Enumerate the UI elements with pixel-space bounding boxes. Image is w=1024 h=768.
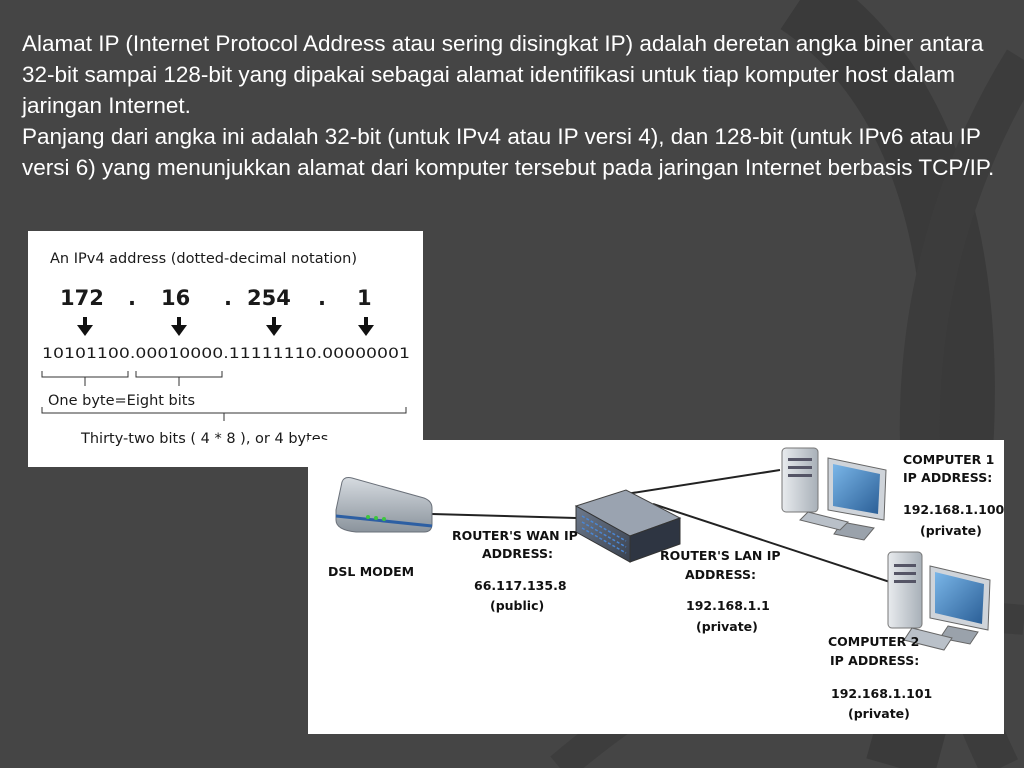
paragraph-ip-length: Panjang dari angka ini adalah 32-bit (un… <box>22 124 995 180</box>
arrow-down-icon <box>266 317 282 336</box>
computer-2-icon <box>887 551 991 651</box>
computer-2-ip: 192.168.1.101 <box>831 686 932 701</box>
computer-1-type: (private) <box>920 523 982 538</box>
octet-1: 172 <box>60 286 104 310</box>
router-lan-type: (private) <box>696 619 758 634</box>
octet-3: 254 <box>247 286 291 310</box>
byte-bracket <box>135 371 223 386</box>
computer-1-label-line2: IP ADDRESS: <box>903 470 992 485</box>
router-pc1-link <box>625 469 781 495</box>
computer-2-type: (private) <box>848 706 910 721</box>
slide-body-text: Alamat IP (Internet Protocol Address ata… <box>22 28 1012 183</box>
computer-2-label-line2: IP ADDRESS: <box>830 653 919 668</box>
arrow-down-icon <box>77 317 93 336</box>
paragraph-ip-definition: Alamat IP (Internet Protocol Address ata… <box>22 31 984 118</box>
modem-label: DSL MODEM <box>328 564 414 579</box>
computer-2-label-line1: COMPUTER 2 <box>828 634 919 649</box>
computer-1-label-line1: COMPUTER 1 <box>903 452 994 467</box>
byte-bracket <box>41 371 129 386</box>
byte-label: One byte=Eight bits <box>48 393 195 409</box>
total-bits-bracket <box>41 407 407 421</box>
router-wan-ip: 66.117.135.8 <box>474 578 567 593</box>
router-lan-label-line2: ADDRESS: <box>685 567 756 582</box>
octet-4: 1 <box>357 286 372 310</box>
dot-3: . <box>318 286 326 310</box>
router-wan-type: (public) <box>490 598 544 613</box>
ipv4-address-figure: An IPv4 address (dotted-decimal notation… <box>28 231 423 467</box>
dot-1: . <box>128 286 136 310</box>
binary-address: 10101100.00010000.11111110.00000001 <box>42 346 410 362</box>
router-lan-label-line1: ROUTER'S LAN IP <box>660 548 781 563</box>
router-wan-label-line2: ADDRESS: <box>482 546 553 561</box>
dot-2: . <box>224 286 232 310</box>
router-wan-label-line1: ROUTER'S WAN IP <box>452 528 578 543</box>
modem-router-link <box>431 513 577 519</box>
network-topology-figure: DSL MODEM ROUTER'S WAN IP ADDRESS: 66.11… <box>308 440 1004 734</box>
arrow-down-icon <box>171 317 187 336</box>
octet-2: 16 <box>161 286 190 310</box>
arrow-down-icon <box>358 317 374 336</box>
computer-1-ip: 192.168.1.100 <box>903 502 1004 517</box>
ipv4-figure-title: An IPv4 address (dotted-decimal notation… <box>50 251 357 267</box>
router-pc2-link <box>652 503 891 583</box>
dsl-modem-icon <box>335 477 433 533</box>
router-lan-ip: 192.168.1.1 <box>686 598 770 613</box>
router-icon <box>574 489 682 563</box>
computer-1-icon <box>781 447 887 541</box>
total-bits-label: Thirty-two bits ( 4 * 8 ), or 4 bytes <box>80 431 328 447</box>
